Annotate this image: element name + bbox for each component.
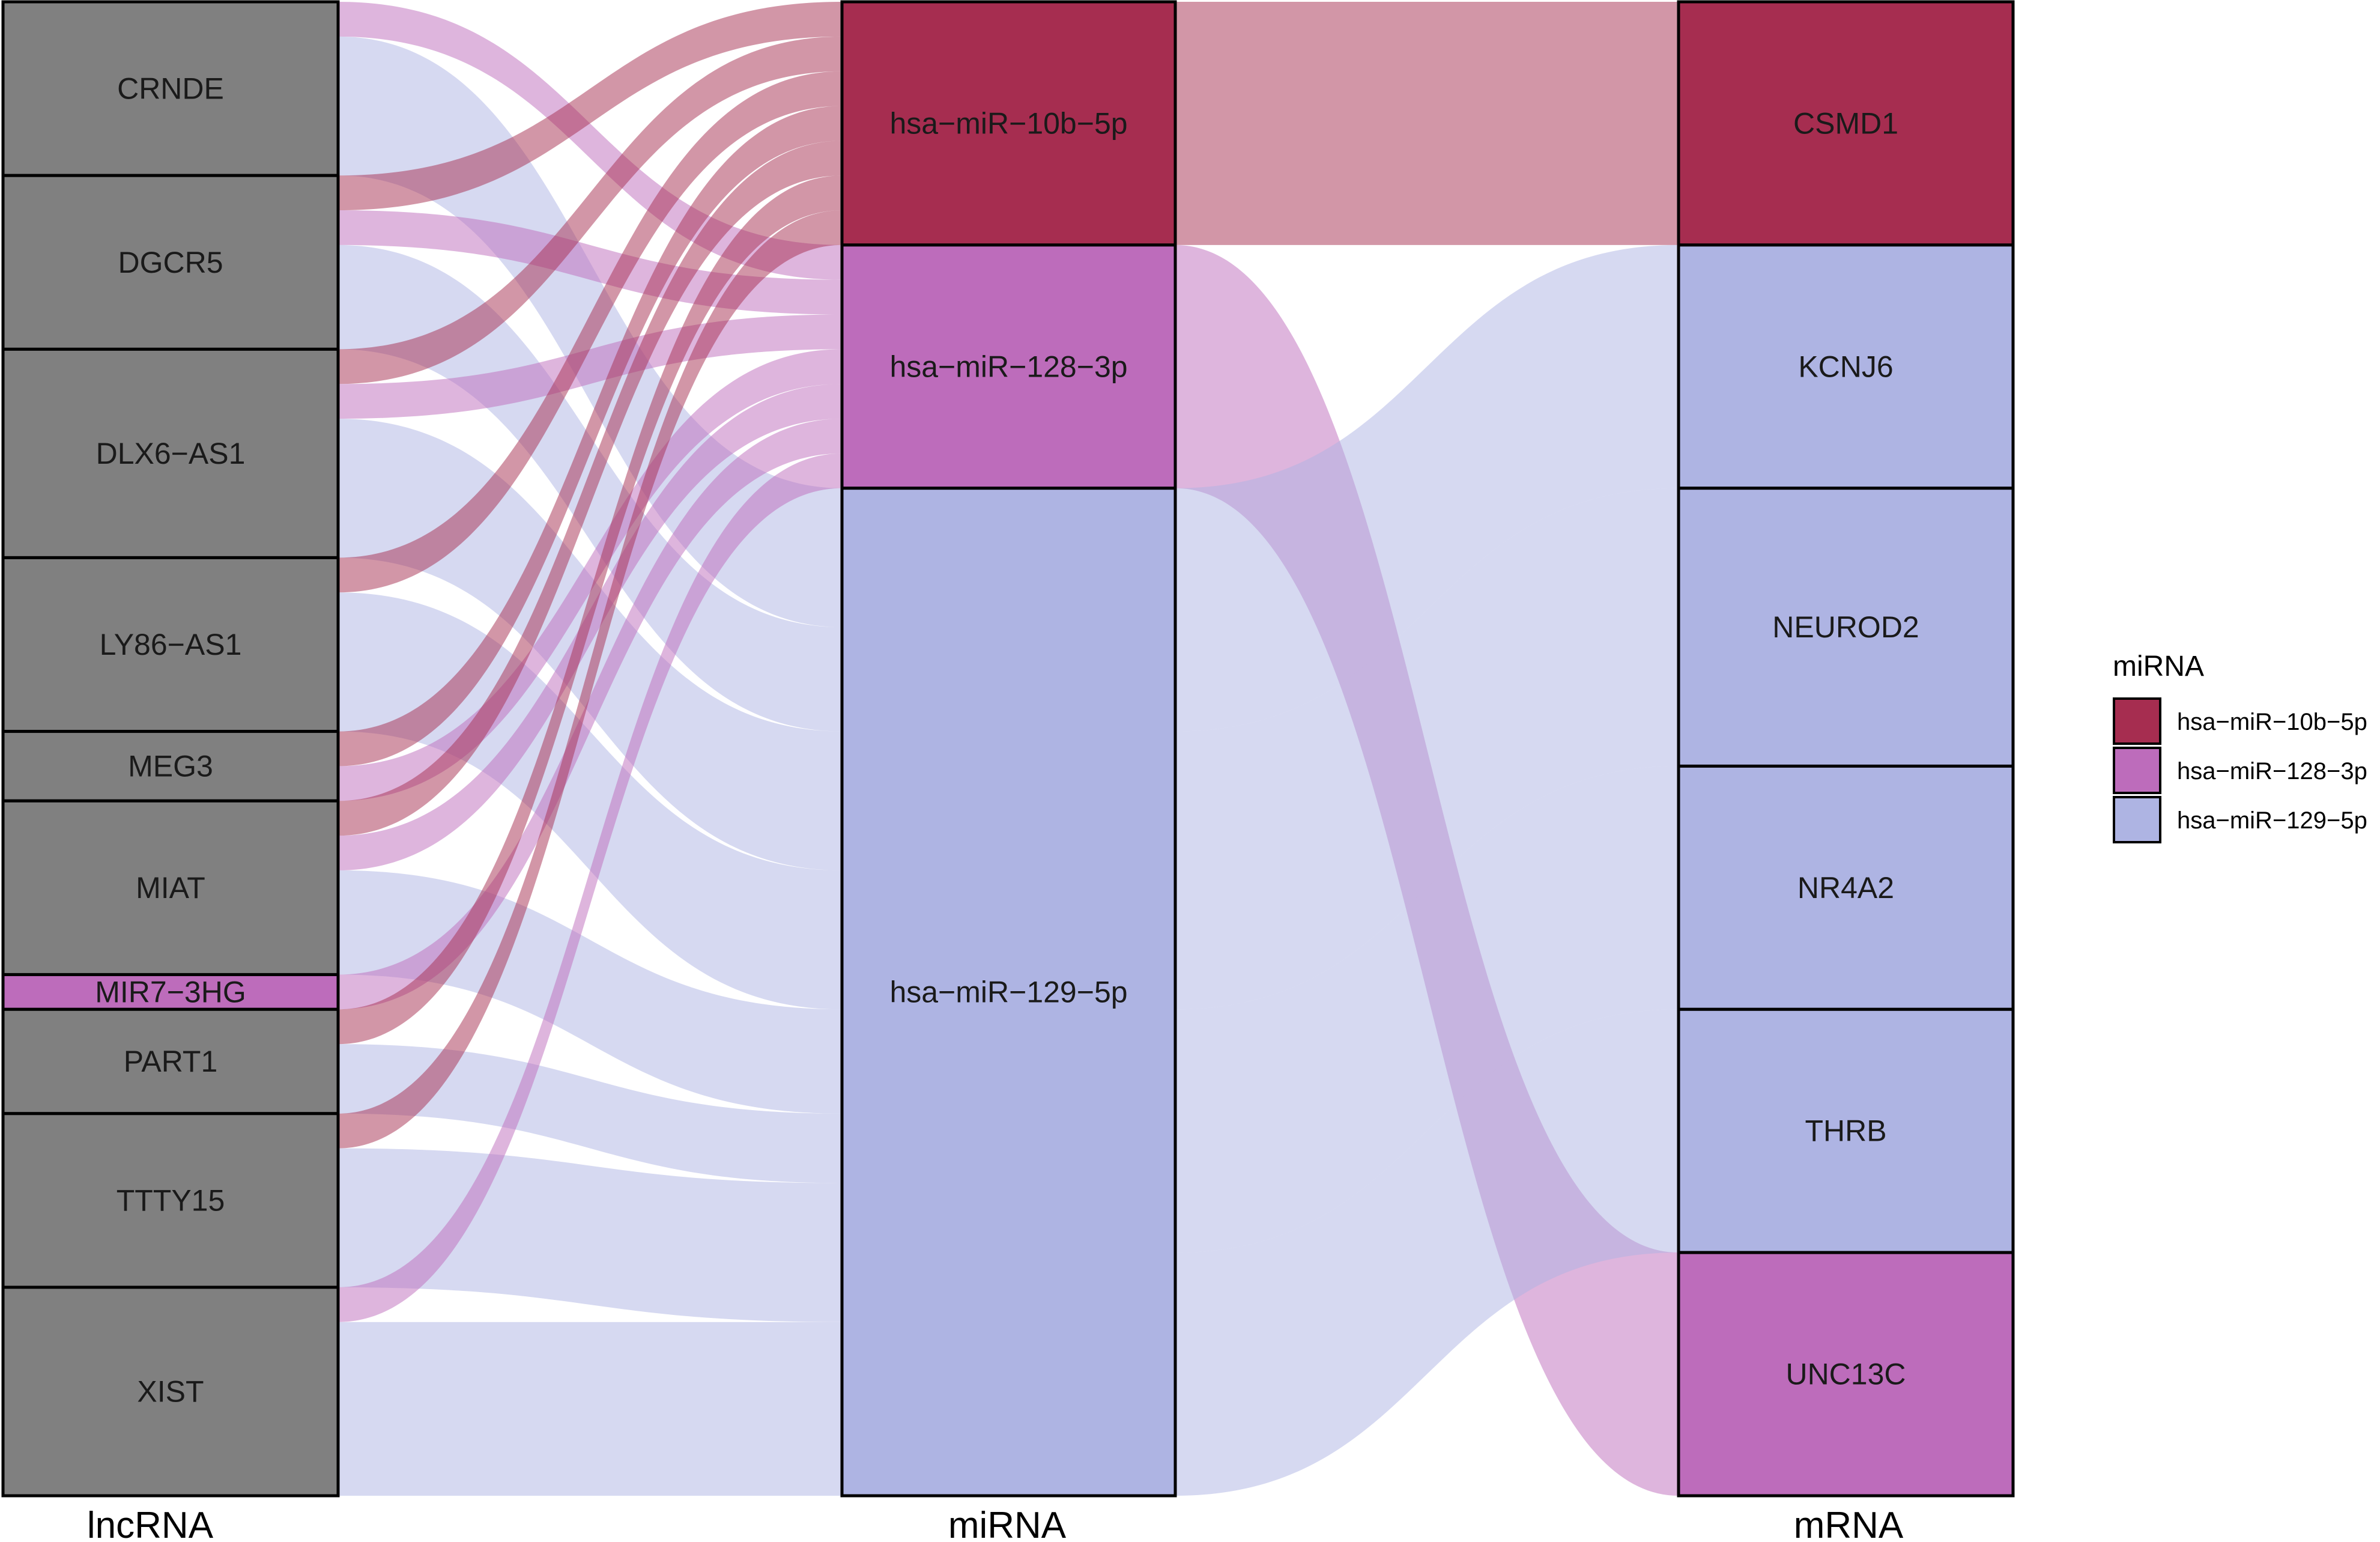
flow-meg3-to-hsa-mir-10b-5p xyxy=(338,106,842,766)
node-label-kcnj6: KCNJ6 xyxy=(1798,350,1893,383)
node-ly86-as1 xyxy=(1,556,340,733)
legend-label-mir-10b: hsa−miR−10b−5p xyxy=(2177,709,2367,735)
node-miat xyxy=(1,799,340,976)
flow-crnde-to-hsa-mir-128-3p xyxy=(338,2,842,280)
legend-title: miRNA xyxy=(2113,651,2204,682)
legend-swatch-mir-10b xyxy=(2113,697,2161,745)
legend-label-mir-129: hsa−miR−129−5p xyxy=(2177,807,2367,834)
axis-label-mirna: miRNA xyxy=(948,1505,1067,1542)
flow-mir7-3hg-to-hsa-mir-128-3p xyxy=(338,419,842,1010)
node-label-csmd1: CSMD1 xyxy=(1793,106,1898,140)
node-unc13c xyxy=(1677,1251,2015,1498)
node-part1 xyxy=(1,1007,340,1116)
node-label-unc13c: UNC13C xyxy=(1785,1358,1906,1391)
flow-ttty15-to-hsa-mir-129-5p xyxy=(338,1148,842,1322)
node-label-mir7-3hg: MIR7−3HG xyxy=(95,975,246,1009)
node-label-hsa-mir-128-3p: hsa−miR−128−3p xyxy=(889,350,1127,383)
flow-ly86-as1-to-hsa-mir-10b-5p xyxy=(338,71,842,593)
node-label-hsa-mir-129-5p: hsa−miR−129−5p xyxy=(889,975,1127,1009)
axis-labels: lncRNA miRNA mRNA xyxy=(87,1505,1904,1542)
legend: miRNA hsa−miR−10b−5p hsa−miR−128−3p hsa−… xyxy=(2113,651,2367,843)
axis-label-lncrna: lncRNA xyxy=(87,1505,214,1542)
flow-part1-to-hsa-mir-10b-5p xyxy=(338,175,842,1045)
node-label-dlx6-as1: DLX6−AS1 xyxy=(96,437,246,470)
flow-dgcr5-to-hsa-mir-10b-5p xyxy=(338,2,842,211)
node-label-nr4a2: NR4A2 xyxy=(1797,871,1894,905)
flow-hsa-mir-10b-5p-to-csmd1 xyxy=(1175,2,1679,245)
flow-xist-to-hsa-mir-129-5p xyxy=(338,1322,842,1496)
flow-hsa-mir-129-5p-to-nr4a2 xyxy=(1175,766,1679,1253)
node-mir7-3hg xyxy=(1,973,340,1011)
node-xist xyxy=(1,1286,340,1498)
node-label-neurod2: NEUROD2 xyxy=(1772,610,1919,644)
node-csmd1 xyxy=(1677,0,2015,247)
node-hsa-mir-129-5p xyxy=(840,487,1177,1498)
flow-hsa-mir-129-5p-to-kcnj6 xyxy=(1175,244,1679,732)
flow-dlx6-as1-to-hsa-mir-10b-5p xyxy=(338,36,842,384)
node-nr4a2 xyxy=(1677,764,2015,1011)
node-dlx6-as1 xyxy=(1,347,340,559)
node-label-hsa-mir-10b-5p: hsa−miR−10b−5p xyxy=(889,106,1127,140)
node-meg3 xyxy=(1,730,340,803)
legend-swatch-mir-128 xyxy=(2113,747,2161,794)
node-label-crnde: CRNDE xyxy=(117,72,224,106)
node-label-xist: XIST xyxy=(137,1374,204,1408)
axis-label-mrna: mRNA xyxy=(1794,1505,1904,1542)
node-label-miat: MIAT xyxy=(136,871,205,905)
legend-label-mir-128: hsa−miR−128−3p xyxy=(2177,758,2367,785)
node-label-ly86-as1: LY86−AS1 xyxy=(100,628,242,661)
flow-miat-to-hsa-mir-10b-5p xyxy=(338,141,842,836)
flow-part1-to-hsa-mir-129-5p xyxy=(338,1044,842,1183)
node-label-part1: PART1 xyxy=(124,1045,218,1078)
node-ttty15 xyxy=(1,1112,340,1289)
flow-xist-to-hsa-mir-128-3p xyxy=(338,453,842,1322)
node-label-ttty15: TTTY15 xyxy=(117,1183,225,1217)
node-neurod2 xyxy=(1677,487,2015,768)
node-label-thrb: THRB xyxy=(1805,1114,1886,1148)
node-crnde xyxy=(1,0,340,177)
node-label-meg3: MEG3 xyxy=(128,749,213,783)
legend-swatch-mir-129 xyxy=(2113,796,2161,843)
node-dgcr5 xyxy=(1,174,340,351)
node-thrb xyxy=(1677,1007,2015,1254)
flow-hsa-mir-129-5p-to-thrb xyxy=(1175,1009,1679,1496)
flows-layer xyxy=(338,2,1679,1496)
node-label-dgcr5: DGCR5 xyxy=(118,246,223,279)
flow-meg3-to-hsa-mir-128-3p xyxy=(338,349,842,801)
flow-hsa-mir-129-5p-to-neurod2 xyxy=(1175,488,1679,1010)
flow-ttty15-to-hsa-mir-10b-5p xyxy=(338,210,842,1149)
